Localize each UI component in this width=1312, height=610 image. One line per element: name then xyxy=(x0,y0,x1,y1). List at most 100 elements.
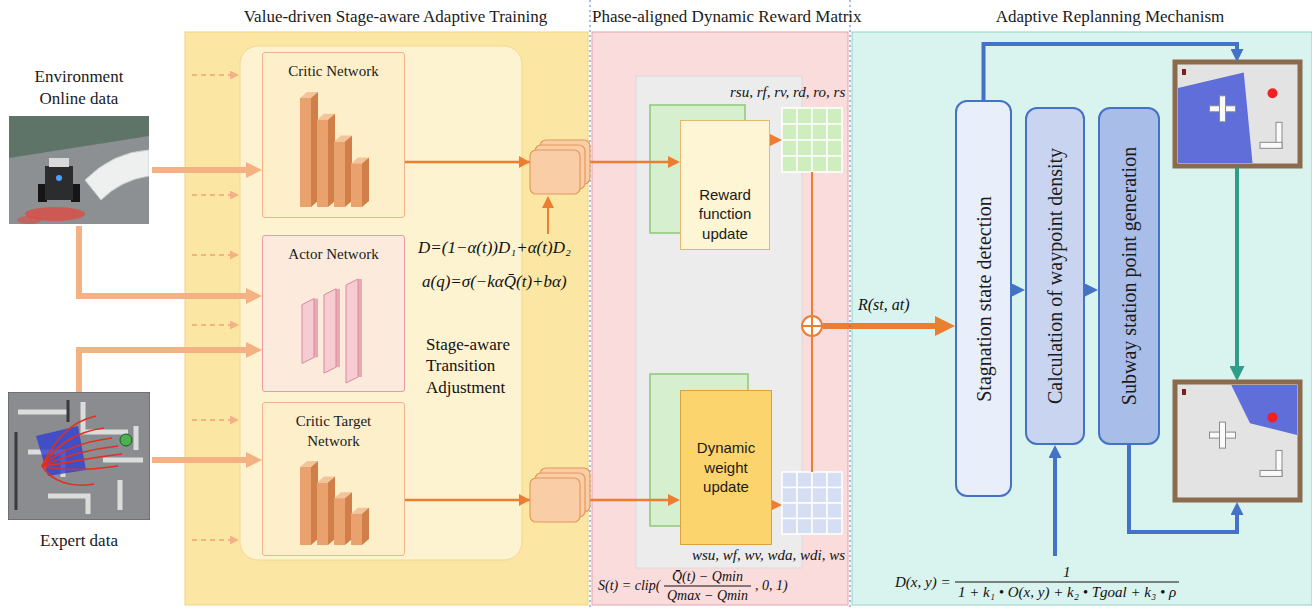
clip-formula: S(t) = clip( xyxy=(598,578,660,594)
matrix-cell xyxy=(797,519,812,535)
matrix-cell xyxy=(782,124,797,140)
inner-region xyxy=(240,46,522,560)
node-label: Critic Network xyxy=(263,53,404,82)
node-label: Environment Online data xyxy=(6,62,152,110)
feature-card xyxy=(530,150,580,194)
matrix-cell xyxy=(827,519,842,535)
matrix-cell xyxy=(827,124,842,140)
matrix-cell xyxy=(782,140,797,156)
network-icon xyxy=(288,271,378,385)
network-icon xyxy=(288,457,378,549)
waypoint-density-box: Calculation of waypoint density xyxy=(1025,107,1085,445)
node-label: Actor Network xyxy=(263,236,404,265)
matrix-cell xyxy=(827,108,842,124)
matrix-cell xyxy=(797,472,812,488)
matrix-grid xyxy=(782,108,842,172)
stagnation-box: Stagnation state detection xyxy=(955,100,1012,497)
matrix-cell xyxy=(812,503,827,519)
matrix-cell xyxy=(812,472,827,488)
clip-formula: Qmax − Qmin xyxy=(667,588,748,604)
critic-network-box: Critic Network xyxy=(262,52,405,218)
flow-arrow xyxy=(192,194,234,196)
robot-led xyxy=(56,175,62,181)
goal-dot xyxy=(1268,88,1278,98)
connector-arrow xyxy=(1012,288,1017,293)
node-label: Dynamic weight update xyxy=(681,432,771,503)
matrix-cell xyxy=(797,140,812,156)
density-formula: 1 + k₁ • O(x, y) + k₂ • Tgoal + k₃ • ρ xyxy=(958,584,1176,601)
reward-terms: rsu, rf, rv, rd, ro, rs xyxy=(730,84,845,101)
layer-front xyxy=(317,120,328,207)
robot-body xyxy=(45,166,73,200)
reward-panel: Phase-aligned Dynamic Reward MatrixRewar… xyxy=(592,32,848,605)
floor xyxy=(9,136,149,224)
flow-arrow xyxy=(1129,445,1237,532)
layer-front xyxy=(317,483,328,545)
station-point-box: Subway station point generation xyxy=(1098,107,1160,445)
replanning-panel: Adaptive Replanning MechanismStagnation … xyxy=(852,32,1312,605)
flow-arrow xyxy=(772,504,775,506)
matrix-cell xyxy=(827,503,842,519)
fraction-bar xyxy=(955,582,1179,583)
online-data-photo: Environment Online data xyxy=(6,62,152,226)
connector-arrow xyxy=(152,167,252,173)
layer-side xyxy=(362,157,369,207)
panel-fills xyxy=(185,32,1312,605)
layer-side xyxy=(328,477,335,545)
flow-arrow xyxy=(192,539,234,541)
flow-arrow xyxy=(1235,168,1239,372)
density-formula: D(x, y) = xyxy=(895,574,951,591)
flow-arrow xyxy=(192,74,234,76)
matrix-cell xyxy=(827,140,842,156)
layer-front xyxy=(334,498,345,545)
clip-formula: , 0, 1) xyxy=(755,578,788,594)
layer-side xyxy=(336,289,340,367)
stage-note: Stage-aware Transition Adjustment xyxy=(426,334,530,398)
maze-wall xyxy=(18,410,68,415)
connector-arrow xyxy=(1085,288,1090,293)
flow-arrow xyxy=(547,203,549,234)
view-area xyxy=(1231,385,1297,435)
weight-update-box: Dynamic weight update xyxy=(680,390,772,545)
flow-arrow xyxy=(192,419,234,421)
matrix-cell xyxy=(812,519,827,535)
trajectory xyxy=(42,466,94,485)
matrix-cell xyxy=(782,519,797,535)
red-glow xyxy=(17,216,41,224)
matrix-cell xyxy=(782,108,797,124)
map-floor xyxy=(1175,382,1300,500)
actor-network-box: Actor Network xyxy=(262,235,405,392)
reward-update-box: Reward function update xyxy=(680,120,770,250)
layer-side xyxy=(328,114,335,207)
layer-front xyxy=(300,467,311,545)
join-line xyxy=(811,172,813,315)
matrix-cell xyxy=(797,488,812,504)
maze-wall xyxy=(103,458,143,463)
layer-front xyxy=(351,514,362,545)
map-wall xyxy=(1260,470,1282,476)
sum-symbol xyxy=(802,316,822,336)
connector-arrow xyxy=(79,226,252,296)
network-icon xyxy=(288,88,378,211)
matrix-cell xyxy=(812,488,827,504)
node-label: Subway station point generation xyxy=(1117,147,1141,405)
flow-arrow xyxy=(770,139,775,141)
layer-front xyxy=(334,142,345,207)
node-label: Critic Target Network xyxy=(263,403,404,451)
robot-mark xyxy=(1182,389,1186,395)
arrowhead-shape xyxy=(519,156,530,168)
training-panel: Value-driven Stage-aware Adaptive Traini… xyxy=(185,32,588,605)
panel-fill xyxy=(185,32,588,605)
map-wall xyxy=(1260,142,1282,148)
layer-side xyxy=(311,461,318,545)
matrix-cell xyxy=(797,108,812,124)
feature-stack xyxy=(530,140,590,194)
map-ground xyxy=(8,392,150,520)
layer-panel xyxy=(346,279,358,383)
flow-arrow xyxy=(192,324,234,326)
robot-mark xyxy=(1182,69,1186,75)
panel-fill xyxy=(852,32,1312,605)
illustration xyxy=(192,0,1300,610)
map-floor xyxy=(1175,62,1300,166)
map-wall xyxy=(1220,422,1226,448)
